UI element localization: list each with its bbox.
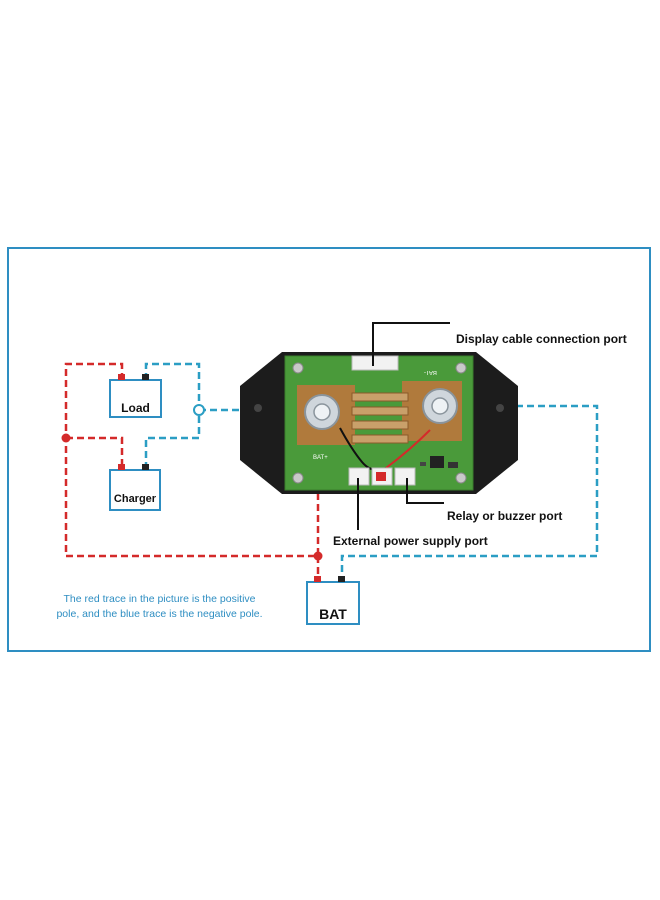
trace-legend-note: The red trace in the picture is the posi… bbox=[22, 592, 297, 622]
relay-port-label: Relay or buzzer port bbox=[447, 509, 563, 523]
power-port-label: External power supply port bbox=[333, 534, 488, 548]
battery-box-icon bbox=[109, 374, 360, 625]
positive-junction-left bbox=[61, 433, 71, 443]
positive-junction-bottom bbox=[313, 551, 323, 561]
note-line-1: The red trace in the picture is the posi… bbox=[63, 593, 256, 605]
negative-junction bbox=[193, 404, 205, 416]
battery-label: BAT bbox=[319, 606, 347, 622]
diagram-frame bbox=[7, 247, 651, 652]
charger-label: Charger bbox=[113, 493, 157, 505]
pcb-bat-minus-mark: BAT- bbox=[424, 369, 437, 375]
note-line-2: pole, and the blue trace is the negative… bbox=[56, 608, 263, 620]
shunt-device bbox=[240, 352, 518, 494]
callout-lines bbox=[357, 322, 450, 530]
pcb-bat-plus-mark: BAT+ bbox=[313, 455, 328, 461]
display-port-label: Display cable connection port bbox=[456, 332, 627, 346]
load-label: Load bbox=[121, 401, 150, 415]
shunt-bolt-icon bbox=[304, 388, 458, 430]
